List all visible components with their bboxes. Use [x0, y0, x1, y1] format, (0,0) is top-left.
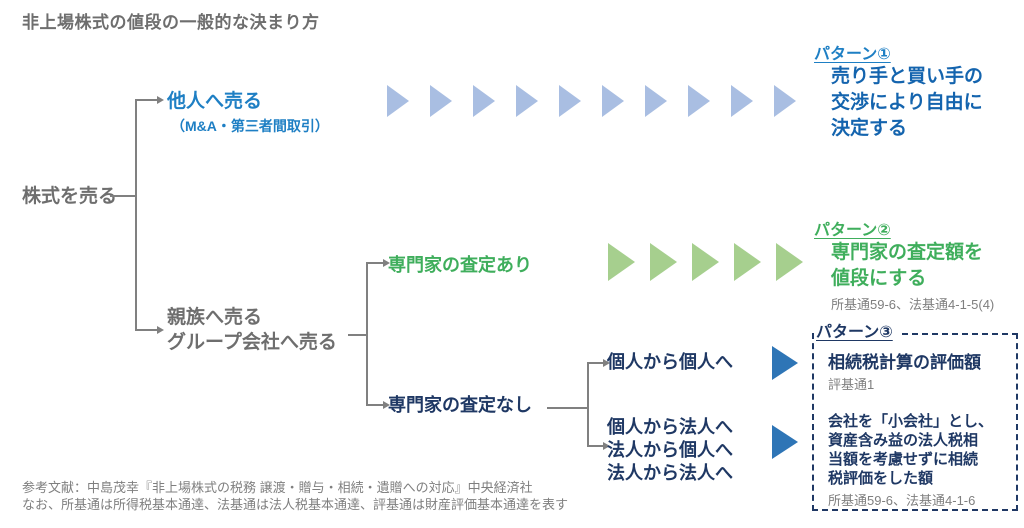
- arrow-triangle: [602, 85, 624, 117]
- arrow-triangle: [608, 243, 635, 281]
- page-title: 非上場株式の値段の一般的な決まり方: [22, 13, 320, 32]
- arrow-triangle: [430, 85, 452, 117]
- connector-line: [348, 334, 368, 336]
- footer-line-abbreviations: なお、所基通は所得税基本通達、法基通は法人税基本通達、評基通は財産評価基本通達を…: [22, 497, 569, 512]
- arrow-row-lightblue: [387, 85, 796, 117]
- connector-arrow: [368, 259, 390, 267]
- arrow-row-lightgreen: [608, 243, 803, 281]
- node-sell-to-others: 他人へ売る （M&A・第三者間取引）: [167, 86, 329, 136]
- connector-line: [135, 99, 137, 331]
- arrow-triangle: [734, 243, 761, 281]
- arrow-triangle: [688, 85, 710, 117]
- footer-line-reference: 参考文献：中島茂幸『非上場株式の税務 譲渡・贈与・相続・遺贈への対応』中央経済社: [22, 480, 533, 495]
- node-person-to-person: 個人から個人へ: [607, 352, 733, 372]
- node-sell-to-others-sub: （M&A・第三者間取引）: [171, 118, 329, 134]
- node-corporate-case-line: 法人から法人へ: [607, 463, 733, 483]
- pattern2-label: パターン②: [814, 222, 891, 239]
- pattern3-item2-line: 会社を「小会社」とし、: [828, 413, 994, 430]
- node-sell-to-relatives: 親族へ売る グループ会社へ売る: [167, 305, 337, 355]
- arrow-triangle-blue: [772, 346, 798, 380]
- pattern2-ref: 所基通59-6、法基通4-1-5(4): [831, 297, 995, 312]
- pattern3-label: パターン③: [816, 324, 893, 341]
- pattern1-line: 交渉により自由に: [831, 92, 983, 113]
- pattern3-box: [812, 333, 1018, 511]
- node-corporate-case-line: 法人から個人へ: [607, 440, 733, 460]
- pattern2-line: 値段にする: [831, 268, 927, 289]
- pattern3-item1-title: 相続税計算の評価額: [828, 353, 981, 372]
- arrow-triangle: [559, 85, 581, 117]
- arrow-triangle: [774, 85, 796, 117]
- node-sell-to-relatives-line: グループ会社へ売る: [167, 332, 337, 353]
- node-sell-stock: 株式を売る: [22, 186, 118, 207]
- pattern1-line: 売り手と買い手の: [831, 66, 984, 87]
- pattern1-label: パターン①: [814, 46, 891, 63]
- pattern3-item2-ref: 所基通59-6、法基通4-1-6: [828, 493, 976, 508]
- node-with-appraisal: 専門家の査定あり: [388, 255, 532, 275]
- pattern3-label-wrap: パターン③: [814, 318, 901, 344]
- connector-arrow: [589, 359, 610, 367]
- arrow-triangle: [776, 243, 803, 281]
- footer-note: 参考文献：中島茂幸『非上場株式の税務 譲渡・贈与・相続・遺贈への対応』中央経済社…: [22, 479, 568, 513]
- pattern3-item2-line: 資産含み益の法人税相: [828, 432, 979, 449]
- arrow-triangle: [692, 243, 719, 281]
- pattern3-item2-line: 当額を考慮せずに相続: [828, 451, 979, 468]
- connector-line: [110, 195, 137, 197]
- connector-line: [366, 262, 368, 406]
- pattern1-line: 決定する: [831, 118, 908, 139]
- pattern3-item1-ref: 評基通1: [828, 377, 875, 392]
- connector-line: [547, 407, 589, 409]
- arrow-triangle: [650, 243, 677, 281]
- node-corporate-case-line: 個人から法人へ: [607, 417, 733, 437]
- arrow-triangle: [516, 85, 538, 117]
- node-without-appraisal: 専門家の査定なし: [388, 395, 532, 415]
- node-sell-to-relatives-line: 親族へ売る: [167, 307, 263, 328]
- connector-arrow: [137, 96, 164, 104]
- arrow-triangle: [387, 85, 409, 117]
- arrow-triangle: [473, 85, 495, 117]
- arrow-triangle-blue: [772, 425, 798, 459]
- pattern2-body: 専門家の査定額を 値段にする: [831, 240, 983, 292]
- pattern3-item2-line: 税評価をした額: [828, 470, 934, 487]
- pattern2-line: 専門家の査定額を: [831, 242, 984, 263]
- connector-arrow: [137, 326, 164, 334]
- pattern3-item2-body: 会社を「小会社」とし、 資産含み益の法人税相 当額を考慮せずに相続 税評価をした…: [828, 412, 993, 488]
- node-corporate-cases: 個人から法人へ 法人から個人へ 法人から法人へ: [607, 416, 733, 485]
- node-sell-to-others-label: 他人へ売る: [167, 91, 263, 112]
- arrow-triangle: [645, 85, 667, 117]
- pattern1-body: 売り手と買い手の 交渉により自由に 決定する: [831, 64, 983, 142]
- arrow-triangle: [731, 85, 753, 117]
- connector-line: [587, 362, 589, 447]
- connector-arrow: [589, 442, 610, 450]
- connector-arrow: [368, 401, 390, 409]
